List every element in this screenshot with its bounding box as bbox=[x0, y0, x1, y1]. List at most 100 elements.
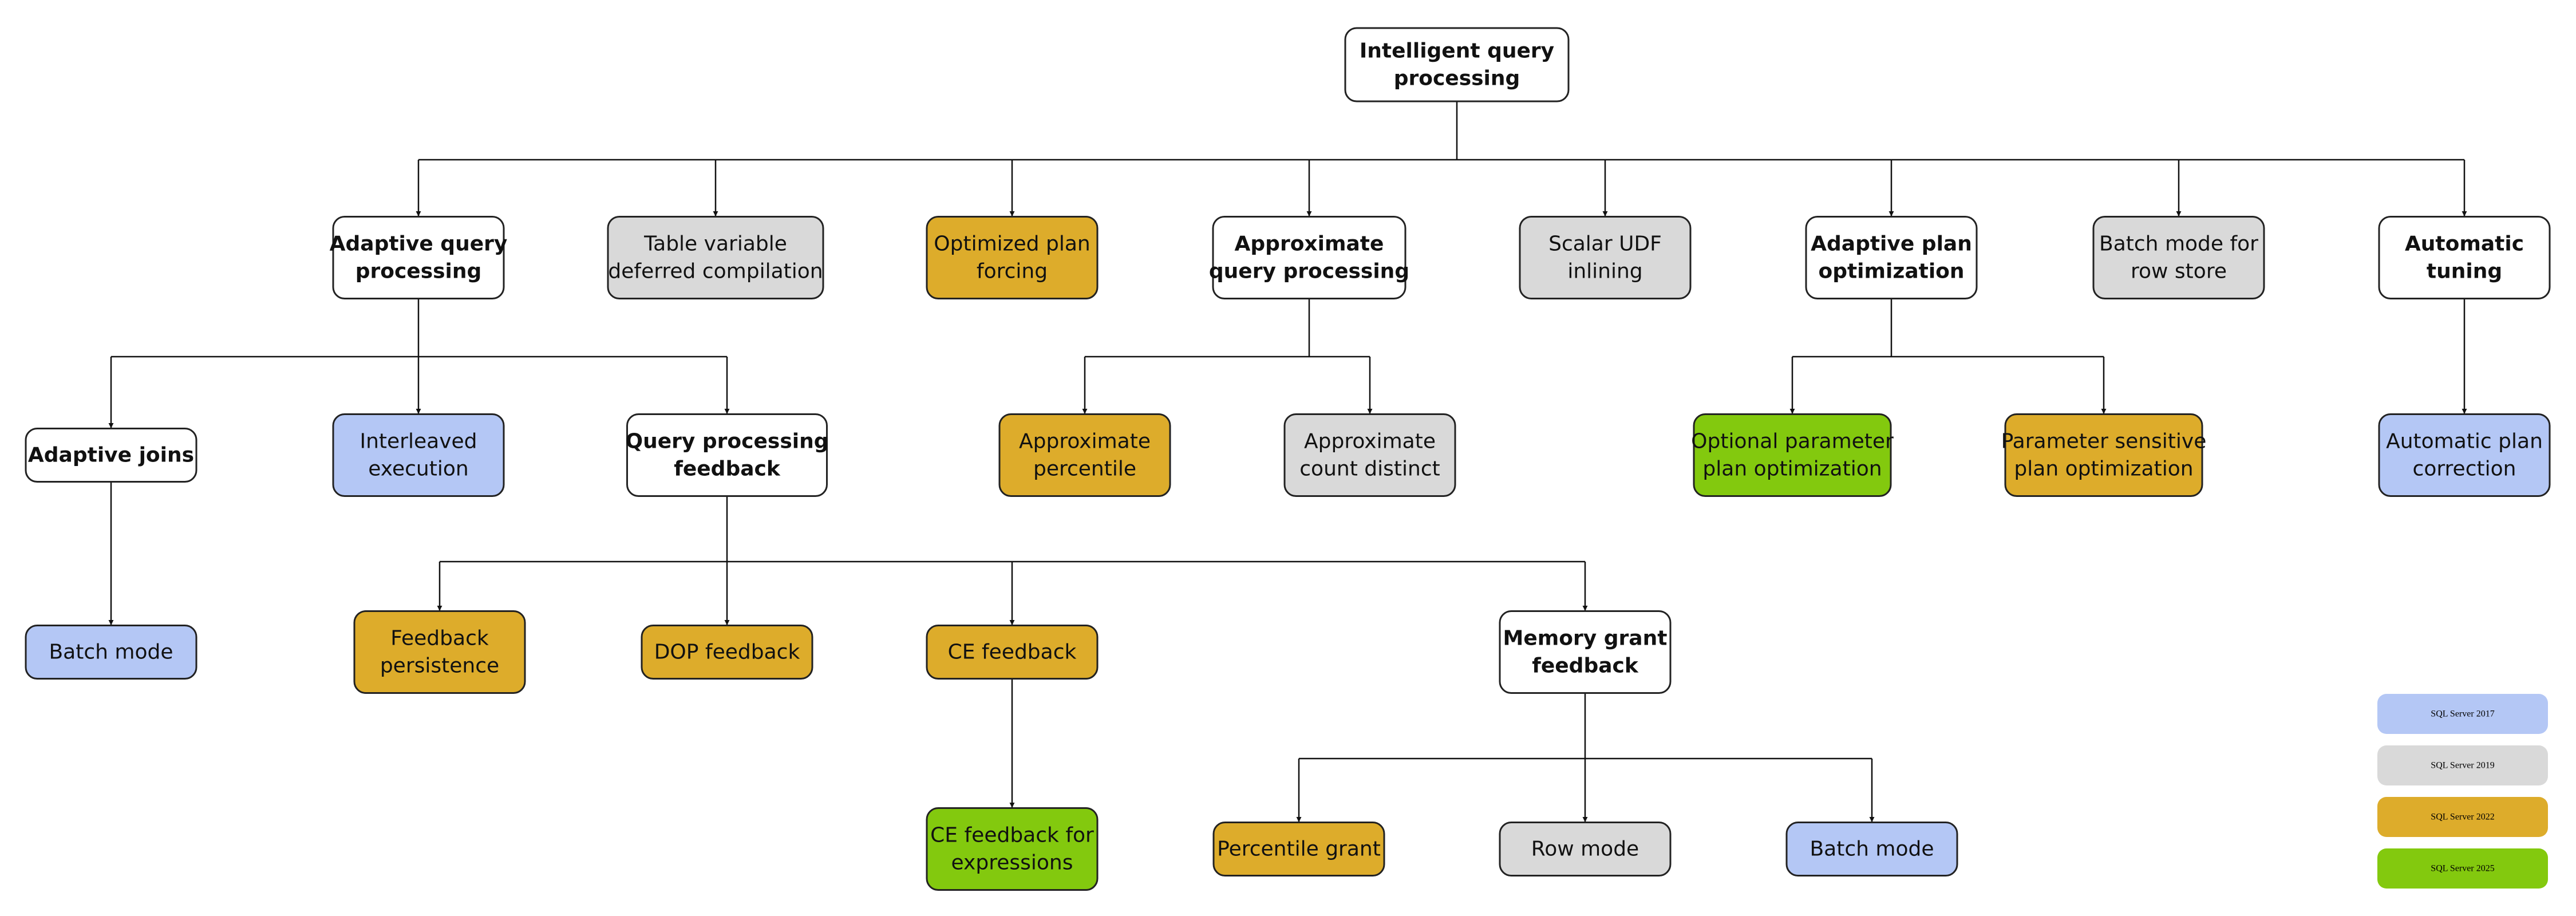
node-label-line: plan optimization bbox=[1702, 457, 1882, 481]
node-label-line: Batch mode for bbox=[2099, 232, 2258, 256]
node-bmrs: Batch mode for row store bbox=[2092, 216, 2265, 299]
node-label-line: Optimized plan bbox=[934, 232, 1090, 256]
node-label-line: Intelligent query bbox=[1360, 40, 1554, 63]
node-label-line: Automatic plan bbox=[2386, 430, 2543, 453]
node-label-line: Adaptive query bbox=[330, 232, 508, 256]
node-label-line: query processing bbox=[1209, 260, 1409, 283]
node-acd: Approximate count distinct bbox=[1283, 413, 1456, 497]
node-label-line: DOP feedback bbox=[654, 641, 800, 664]
node-box bbox=[2004, 413, 2203, 497]
node-box bbox=[998, 413, 1171, 497]
node-box bbox=[926, 625, 1099, 680]
node-label-line: inlining bbox=[1567, 260, 1642, 283]
node-box bbox=[332, 413, 505, 497]
node-tvdc: Table variable deferred compilation bbox=[607, 216, 824, 299]
legend-swatch bbox=[2377, 745, 2548, 785]
node-bm2: Batch mode bbox=[1785, 822, 1958, 876]
node-label-line: persistence bbox=[380, 654, 499, 678]
node-label-line: processing bbox=[1394, 67, 1520, 90]
node-label-line: CE feedback bbox=[948, 641, 1077, 664]
node-aj: Adaptive joins bbox=[25, 428, 197, 483]
node-box bbox=[2378, 413, 2551, 497]
node-label-line: feedback bbox=[674, 457, 781, 481]
node-label-line: deferred compilation bbox=[608, 260, 823, 283]
node-box bbox=[2378, 216, 2551, 299]
node-box bbox=[332, 216, 505, 299]
legend-label: SQL Server 2025 bbox=[2431, 864, 2494, 874]
node-ie: Interleaved execution bbox=[332, 413, 505, 497]
node-label-line: Table variable bbox=[643, 232, 787, 256]
node-label-line: Batch mode bbox=[1809, 838, 1934, 861]
node-label-line: feedback bbox=[1532, 654, 1639, 678]
node-box bbox=[25, 428, 197, 483]
legend-label: SQL Server 2022 bbox=[2431, 812, 2494, 822]
node-label-line: correction bbox=[2413, 457, 2516, 481]
node-box bbox=[626, 413, 828, 497]
node-label-line: Percentile grant bbox=[1217, 838, 1381, 861]
node-opf: Optimized plan forcing bbox=[926, 216, 1099, 299]
node-box bbox=[25, 625, 197, 680]
node-box bbox=[641, 625, 813, 680]
node-label-line: Parameter sensitive bbox=[2001, 430, 2207, 453]
node-label-line: tuning bbox=[2427, 260, 2502, 283]
node-label-line: forcing bbox=[977, 260, 1048, 283]
node-label-line: Interleaved bbox=[359, 430, 477, 453]
node-label-line: Feedback bbox=[390, 627, 489, 650]
node-label-line: expressions bbox=[951, 851, 1073, 875]
node-label-line: count distinct bbox=[1299, 457, 1440, 481]
legend-label: SQL Server 2017 bbox=[2431, 709, 2494, 719]
legend-swatch bbox=[2377, 694, 2548, 734]
node-aqp: Adaptive query processing bbox=[330, 216, 508, 299]
node-box bbox=[1283, 413, 1456, 497]
node-label-line: Automatic bbox=[2405, 232, 2524, 256]
node-label-line: Row mode bbox=[1531, 838, 1639, 861]
node-mgf: Memory grant feedback bbox=[1499, 610, 1672, 694]
node-box bbox=[1344, 27, 1570, 102]
legend-label: SQL Server 2019 bbox=[2431, 761, 2494, 771]
legend-swatch bbox=[2377, 848, 2548, 889]
node-box bbox=[353, 610, 526, 694]
node-oppo: Optional parameter plan optimization bbox=[1691, 413, 1894, 497]
legend-swatch bbox=[2377, 797, 2548, 837]
node-pg: Percentile grant bbox=[1212, 822, 1385, 876]
node-pspo: Parameter sensitive plan optimization bbox=[2001, 413, 2207, 497]
connector-layer bbox=[108, 101, 2467, 822]
node-apc: Automatic plan correction bbox=[2378, 413, 2551, 497]
node-label-line: processing bbox=[355, 260, 482, 283]
node-rm: Row mode bbox=[1499, 822, 1672, 876]
legend-item: SQL Server 2017 bbox=[2377, 694, 2548, 734]
node-at: Automatic tuning bbox=[2378, 216, 2551, 299]
node-box bbox=[2092, 216, 2265, 299]
node-box bbox=[607, 216, 824, 299]
node-label-line: Approximate bbox=[1019, 430, 1151, 453]
legend-item: SQL Server 2022 bbox=[2377, 797, 2548, 837]
node-ce: CE feedback bbox=[926, 625, 1099, 680]
node-label-line: plan optimization bbox=[2014, 457, 2193, 481]
node-label-line: percentile bbox=[1033, 457, 1136, 481]
node-box bbox=[1805, 216, 1978, 299]
node-box bbox=[1499, 822, 1672, 876]
legend-item: SQL Server 2025 bbox=[2377, 848, 2548, 889]
node-dop: DOP feedback bbox=[641, 625, 813, 680]
legend-item: SQL Server 2019 bbox=[2377, 745, 2548, 785]
node-box bbox=[1499, 610, 1672, 694]
node-box bbox=[1785, 822, 1958, 876]
node-ap: Approximate percentile bbox=[998, 413, 1171, 497]
node-box bbox=[1212, 216, 1406, 299]
node-label-line: Memory grant bbox=[1503, 627, 1668, 650]
node-label-line: optimization bbox=[1818, 260, 1964, 283]
node-label-line: Adaptive joins bbox=[28, 444, 194, 467]
node-label-line: row store bbox=[2131, 260, 2227, 283]
node-label-line: Approximate bbox=[1304, 430, 1436, 453]
node-label-line: Optional parameter bbox=[1691, 430, 1894, 453]
node-label-line: execution bbox=[368, 457, 468, 481]
node-sudf: Scalar UDF inlining bbox=[1519, 216, 1692, 299]
node-fp: Feedback persistence bbox=[353, 610, 526, 694]
node-label-line: Scalar UDF bbox=[1548, 232, 1662, 256]
